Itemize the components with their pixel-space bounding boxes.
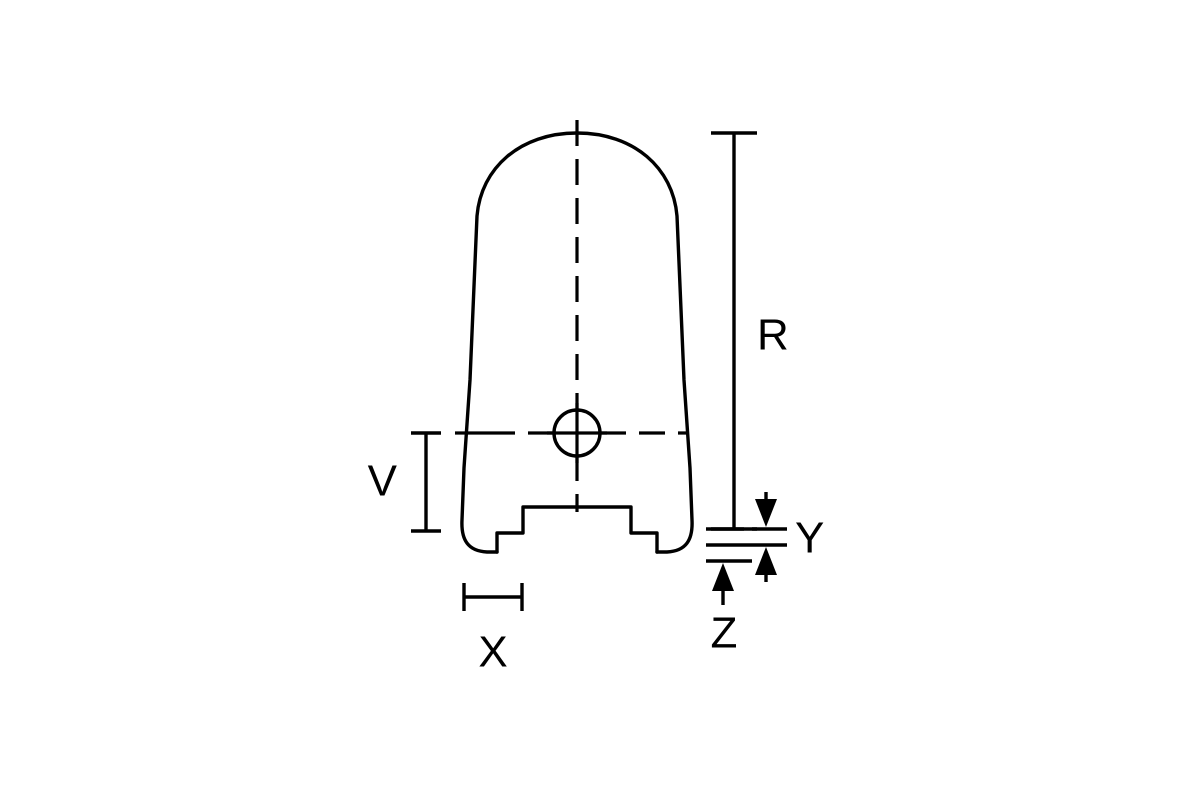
dimension-label-v: V — [368, 457, 398, 506]
dimension-label-z: Z — [711, 609, 738, 658]
base-notch-right — [575, 505, 659, 554]
dimension-arrowheads — [712, 499, 777, 591]
centerlines — [455, 120, 686, 512]
dimension-z-arrowhead-up — [712, 563, 734, 591]
pin-hole-circle — [552, 408, 602, 458]
dimension-r — [711, 131, 757, 531]
lamp-cap-body — [460, 131, 694, 554]
base-notch-left — [495, 505, 579, 554]
dimension-x — [462, 583, 524, 611]
dimension-y-arrowhead-up — [755, 547, 777, 575]
dimension-y-arrowhead-down — [755, 499, 777, 527]
dimension-label-r: R — [757, 311, 789, 360]
dimension-label-x: X — [478, 628, 507, 677]
body-outline-right — [575, 131, 694, 554]
body-outline-left — [460, 131, 579, 554]
dimension-label-y: Y — [795, 514, 824, 563]
dimension-v — [411, 431, 441, 533]
